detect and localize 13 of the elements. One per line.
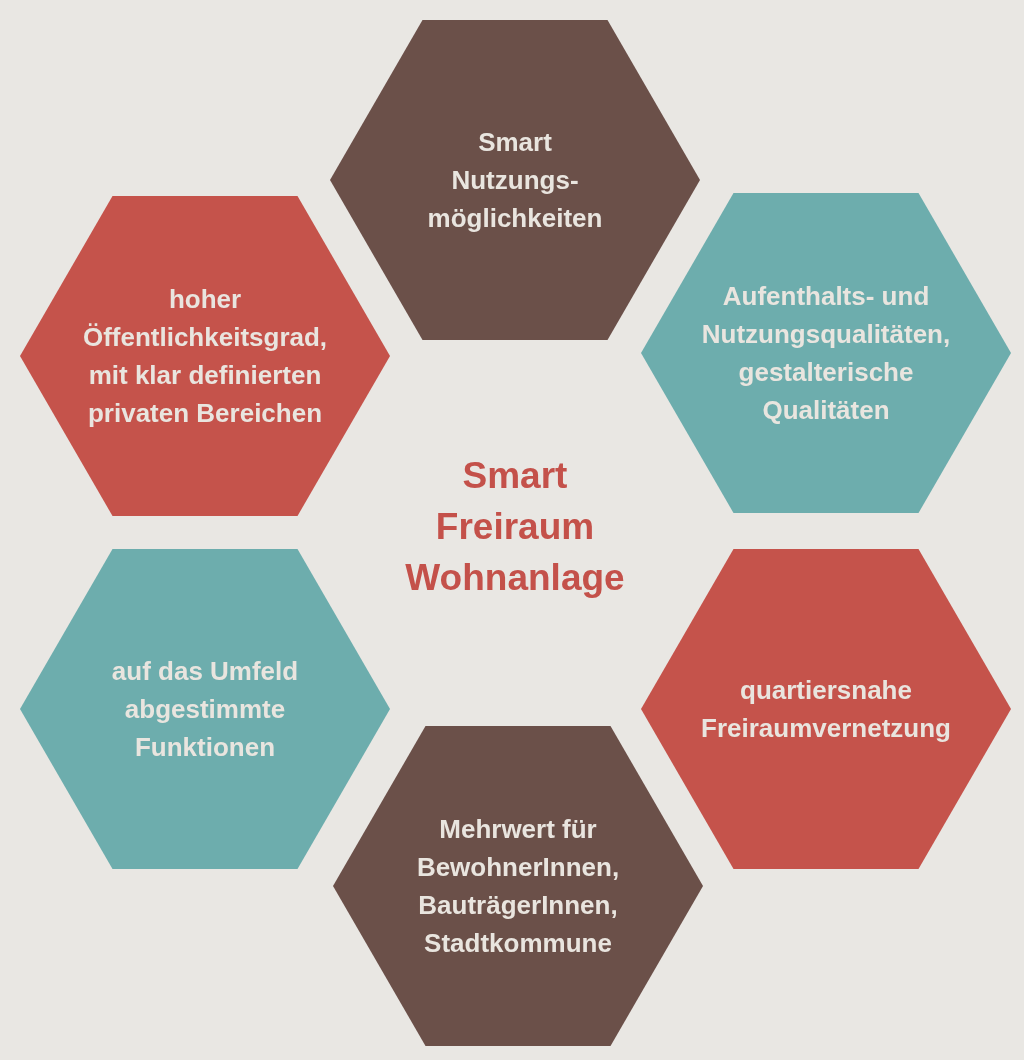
hexagon — [333, 726, 703, 1046]
topic-text: Smart Nutzungs-möglichkeiten — [426, 126, 604, 235]
hexagon — [20, 549, 390, 869]
hexagon — [20, 196, 390, 516]
topic-text: Aufenthalts- und Nutzungsqualitäten, gestalterische Qualitäten — [700, 280, 952, 427]
topic-text: Mehrwert für BewohnerInnen, BauträgerInnen, Stadtkommune — [415, 813, 621, 960]
central-topic-heading: Smart Freiraum Wohnanlage — [404, 454, 626, 600]
hexagon — [641, 549, 1011, 869]
hexagon — [641, 193, 1011, 513]
topic-text: quartiersnahe Freiraumvernetzung — [700, 674, 952, 745]
topic-text: auf das Umfeld abgestimmte Funktionen — [110, 655, 300, 764]
topic-text: hoher Öffentlichkeitsgrad, mit klar definierten privaten Bereichen — [81, 283, 329, 430]
hexagon — [330, 20, 700, 340]
